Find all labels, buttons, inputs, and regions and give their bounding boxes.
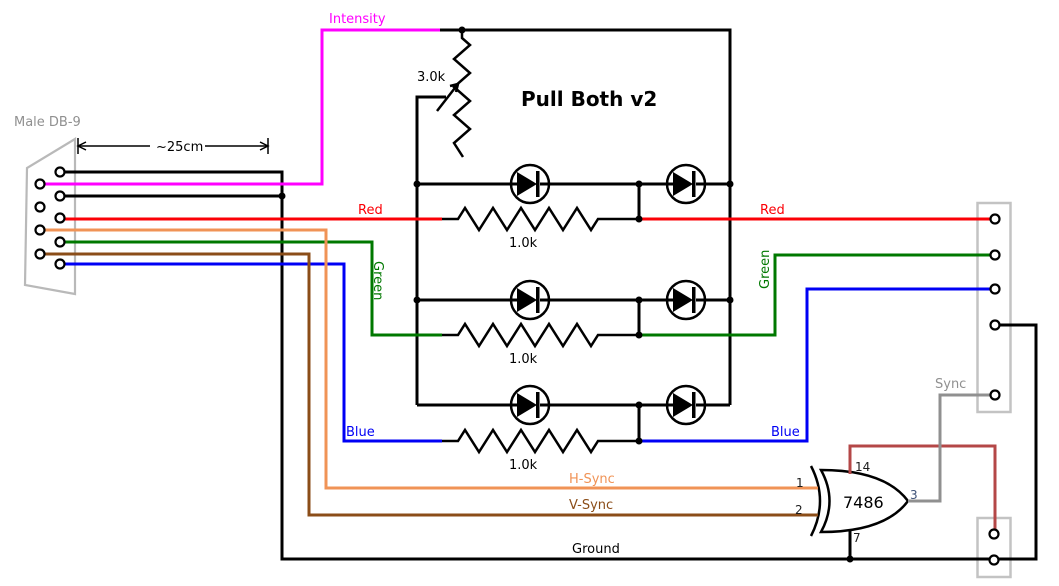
db9-connector-body <box>23 137 77 296</box>
resistor-red-value: 1.0k <box>509 236 538 251</box>
potentiometer-zigzag <box>452 30 472 158</box>
wire-intensity <box>40 28 440 186</box>
xor-pin3-label: 3 <box>910 488 918 502</box>
connector-pin-green <box>989 249 1001 261</box>
output-connector-pins <box>989 213 1001 401</box>
connector-pin-red <box>989 213 1001 225</box>
page-title: Pull Both v2 <box>521 87 657 111</box>
db9-pin <box>54 212 66 224</box>
resistor-green-value: 1.0k <box>509 352 538 367</box>
connector-pin-vcc <box>988 528 1000 540</box>
connector-pin-gnd <box>988 554 1000 566</box>
xor-gate <box>809 465 910 537</box>
resistor-red <box>442 205 639 233</box>
wire-hsync <box>40 228 818 490</box>
wire-vcc-darkred <box>848 444 997 534</box>
sync-connector-pins <box>988 528 1000 566</box>
blue-label-right: Blue <box>771 425 800 440</box>
xor-pin14-label: 14 <box>855 460 870 474</box>
dimension-arrow-right <box>259 141 270 151</box>
db9-pin <box>54 190 66 202</box>
sync-label: Sync <box>935 377 966 392</box>
connector-pin-blue <box>989 283 1001 295</box>
wiper-and-left-rail <box>415 95 446 405</box>
output-connector-body <box>976 201 1012 414</box>
wire-green-right <box>639 253 995 337</box>
connector-pin-sync <box>989 389 1001 401</box>
db9-pin <box>54 258 66 270</box>
db9-pin <box>34 248 46 260</box>
ground-net <box>60 170 1038 561</box>
green-label-right: Green <box>758 250 773 289</box>
wire-green-left <box>60 240 442 337</box>
db9-label: Male DB-9 <box>14 115 81 130</box>
dimension-arrow-left <box>76 141 87 151</box>
db9-pins <box>34 166 66 270</box>
red-label-left: Red <box>358 203 383 218</box>
cable-length-label: ~25cm <box>156 140 203 155</box>
vsync-label: V-Sync <box>569 498 613 513</box>
db9-pin <box>54 166 66 178</box>
wire-blue-right <box>639 287 995 443</box>
pot-value-label: 3.0k <box>417 70 446 85</box>
xor-pin7-label: 7 <box>853 531 861 545</box>
intensity-label: Intensity <box>329 12 386 27</box>
db9-pin <box>54 236 66 248</box>
cable-dimension <box>76 138 270 154</box>
db9-pin <box>34 224 46 236</box>
wire-sync-gray <box>908 393 995 503</box>
green-label-left: Green <box>370 261 385 300</box>
resistor-blue-value: 1.0k <box>509 458 538 473</box>
potentiometer-arrow <box>436 83 459 112</box>
db9-pin <box>34 178 46 190</box>
resistor-blue <box>442 427 639 455</box>
resistor-green <box>442 321 639 349</box>
xor-pin1-label: 1 <box>796 476 804 490</box>
connector-pin-ground <box>989 319 1001 331</box>
xor-chip-label: 7486 <box>843 493 884 512</box>
signal-wires <box>40 28 997 534</box>
wire-blue-left <box>60 262 442 443</box>
blue-label-left: Blue <box>346 425 375 440</box>
diode-inner-leads <box>511 182 705 407</box>
xor-input-arc-outer <box>809 465 822 537</box>
junction-dots <box>278 26 854 563</box>
potentiometer-arrowhead <box>449 82 460 93</box>
ground-label: Ground <box>572 542 620 557</box>
xor-body <box>818 468 910 534</box>
wire-vsync <box>40 252 818 517</box>
hsync-label: H-Sync <box>569 472 615 487</box>
db9-pin <box>34 201 46 213</box>
top-wire-and-right-rail <box>440 28 732 405</box>
xor-pin2-label: 2 <box>795 503 803 517</box>
red-label-right: Red <box>760 203 785 218</box>
